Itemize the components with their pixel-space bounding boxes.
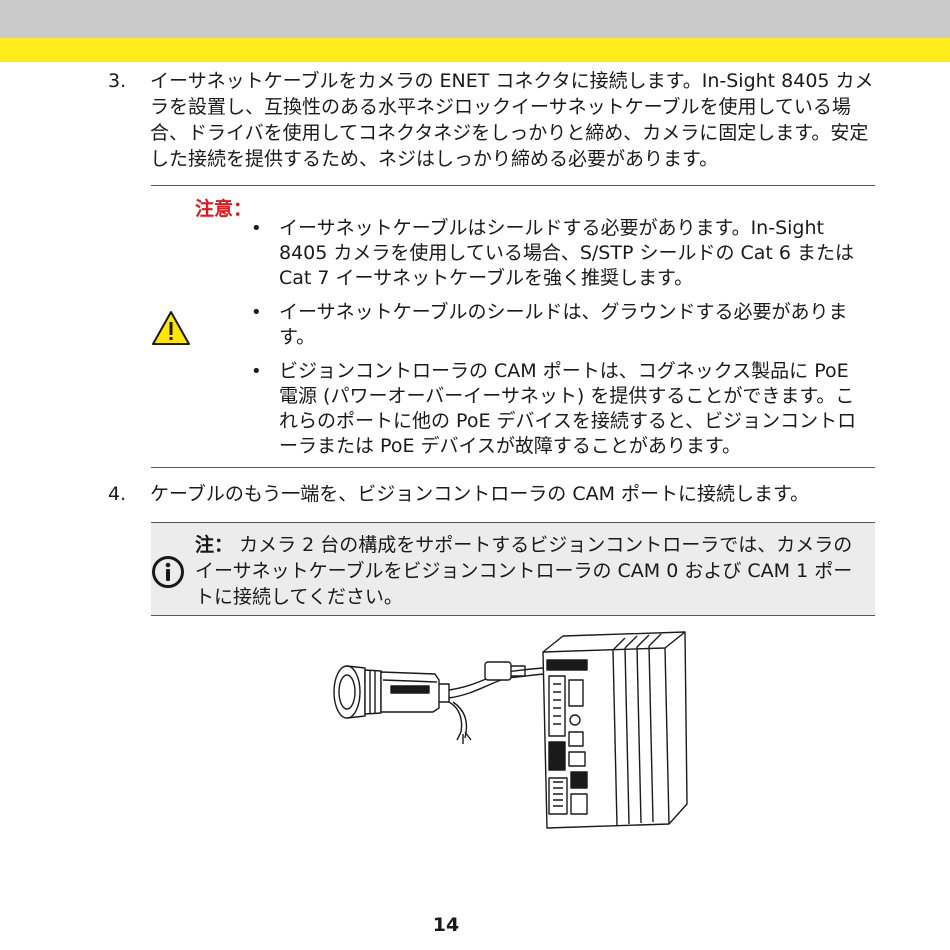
caution-list: イーサネットケーブルはシールドする必要があります。In-Sight 8405 カ… xyxy=(251,216,871,468)
caution-item: イーサネットケーブルはシールドする必要があります。In-Sight 8405 カ… xyxy=(251,216,871,291)
ethernet-cable-drawing xyxy=(448,661,548,744)
note-label: 注： xyxy=(195,534,234,556)
info-circle-icon xyxy=(152,556,184,588)
camera-drawing xyxy=(333,665,450,719)
step-number: 3. xyxy=(108,70,127,92)
caution-item: ビジョンコントローラの CAM ポートは、コグネックス製品に PoE 電源 (パ… xyxy=(251,359,871,459)
page-number: 14 xyxy=(432,914,460,936)
header-gray-band xyxy=(0,0,950,38)
warning-triangle-icon xyxy=(152,311,190,345)
note-text: 注： カメラ 2 台の構成をサポートするビジョンコントローラでは、カメラのイーサ… xyxy=(195,532,867,610)
camera-controller-illustration xyxy=(333,631,688,829)
vision-controller-drawing xyxy=(542,631,688,829)
header-yellow-band xyxy=(0,38,950,62)
note-body: カメラ 2 台の構成をサポートするビジョンコントローラでは、カメラのイーサネット… xyxy=(195,534,853,608)
step-text: ケーブルのもう一端を、ビジョンコントローラの CAM ポートに接続します。 xyxy=(150,483,810,505)
step-number: 4. xyxy=(108,483,127,505)
caution-item: イーサネットケーブルのシールドは、グラウンドする必要があります。 xyxy=(251,300,871,350)
step-text: イーサネットケーブルをカメラの ENET コネクタに接続します。In-Sight… xyxy=(150,70,874,170)
caution-title: 注意： xyxy=(195,198,253,220)
caution-box: 注意： イーサネットケーブルはシールドする必要があります。In-Sight 84… xyxy=(151,185,875,468)
note-box: 注： カメラ 2 台の構成をサポートするビジョンコントローラでは、カメラのイーサ… xyxy=(151,522,875,616)
